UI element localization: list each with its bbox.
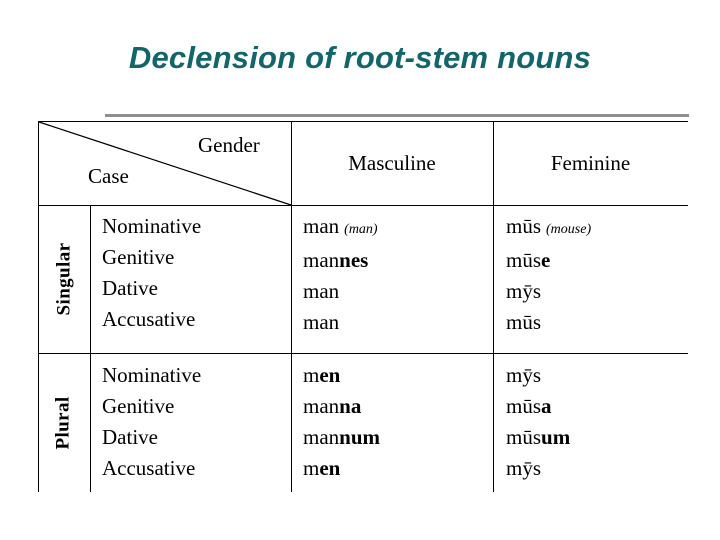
corner-case-label: Case bbox=[88, 164, 129, 188]
table-border-number-col bbox=[90, 205, 91, 492]
word-form: manna bbox=[303, 391, 498, 422]
word-ending: e bbox=[541, 248, 551, 272]
word-ending: um bbox=[541, 425, 571, 449]
word-stem: m bbox=[303, 456, 320, 480]
word-form: mūsum bbox=[506, 422, 701, 453]
table-border-case-col bbox=[291, 121, 292, 492]
table-border-left bbox=[38, 121, 39, 492]
word-ending: num bbox=[339, 425, 381, 449]
case-label: Dative bbox=[102, 425, 158, 449]
case-list-singular: Nominative Genitive Dative Accusative bbox=[102, 211, 287, 335]
word-stem: m bbox=[303, 363, 320, 387]
case-label: Accusative bbox=[102, 456, 196, 480]
word-stem: mȳs bbox=[506, 363, 542, 387]
word-stem: mūs bbox=[506, 394, 542, 418]
word-stem: mūs bbox=[506, 425, 542, 449]
forms-masculine-singular: man(man) mannes man man bbox=[303, 211, 498, 338]
corner-gender-label: Gender bbox=[198, 133, 260, 157]
forms-feminine-plural: mȳs mūsa mūsum mȳs bbox=[506, 360, 701, 484]
table-border-top bbox=[38, 121, 688, 122]
word-form: mūs (mouse) bbox=[506, 211, 701, 245]
word-ending: na bbox=[339, 394, 362, 418]
word-ending: nes bbox=[339, 248, 369, 272]
word-form: mūsa bbox=[506, 391, 701, 422]
row-group-label-plural-text: Plural bbox=[53, 395, 75, 450]
word-stem: mūs bbox=[506, 214, 542, 238]
word-form: man bbox=[303, 276, 498, 307]
word-form: mȳs bbox=[506, 276, 701, 307]
word-form: mannum bbox=[303, 422, 498, 453]
row-group-label-singular: Singular bbox=[38, 205, 90, 353]
word-stem: man bbox=[303, 214, 340, 238]
case-label: Genitive bbox=[102, 394, 175, 418]
word-form: mūse bbox=[506, 245, 701, 276]
word-form: man (man) bbox=[303, 211, 498, 245]
case-list-plural: Nominative Genitive Dative Accusative bbox=[102, 360, 287, 484]
word-form: men bbox=[303, 453, 498, 484]
word-stem: mȳs bbox=[506, 456, 542, 480]
word-stem: mȳs bbox=[506, 279, 542, 303]
table-border-gender-col bbox=[493, 121, 494, 492]
word-stem: man bbox=[303, 425, 340, 449]
declension-table: Gender Case Masculine Feminine Singular … bbox=[38, 121, 688, 493]
row-group-label-plural: Plural bbox=[38, 353, 90, 492]
case-label: Nominative bbox=[102, 214, 202, 238]
word-form: man bbox=[303, 307, 498, 338]
column-header-masculine: Masculine bbox=[348, 150, 436, 175]
word-stem: mūs bbox=[506, 248, 542, 272]
case-label: Accusative bbox=[102, 307, 196, 331]
word-stem: man bbox=[303, 279, 340, 303]
row-group-label-singular-text: Singular bbox=[53, 242, 74, 316]
forms-feminine-singular: mūs(mouse) mūse mȳs mūs bbox=[506, 211, 701, 338]
word-stem: man bbox=[303, 248, 340, 272]
word-ending: en bbox=[319, 363, 341, 387]
table-border-number bbox=[38, 353, 688, 354]
word-form: mannes bbox=[303, 245, 498, 276]
word-gloss: (man) bbox=[344, 222, 378, 237]
word-form: mȳs bbox=[506, 360, 701, 391]
column-header-feminine: Feminine bbox=[550, 150, 631, 175]
header-divider bbox=[105, 114, 689, 117]
word-form: men bbox=[303, 360, 498, 391]
word-stem: man bbox=[303, 310, 340, 334]
word-ending: en bbox=[319, 456, 341, 480]
case-label: Genitive bbox=[102, 245, 175, 269]
word-stem: man bbox=[303, 394, 340, 418]
word-ending: a bbox=[541, 394, 552, 418]
case-label: Dative bbox=[102, 276, 158, 300]
word-stem: mūs bbox=[506, 310, 542, 334]
case-label: Nominative bbox=[102, 363, 202, 387]
forms-masculine-plural: men manna mannum men bbox=[303, 360, 498, 484]
table-border-header bbox=[38, 205, 688, 206]
word-form: mūs bbox=[506, 307, 701, 338]
page-title: Declension of root-stem nouns bbox=[128, 40, 592, 75]
word-gloss: (mouse) bbox=[546, 222, 592, 237]
word-form: mȳs bbox=[506, 453, 701, 484]
